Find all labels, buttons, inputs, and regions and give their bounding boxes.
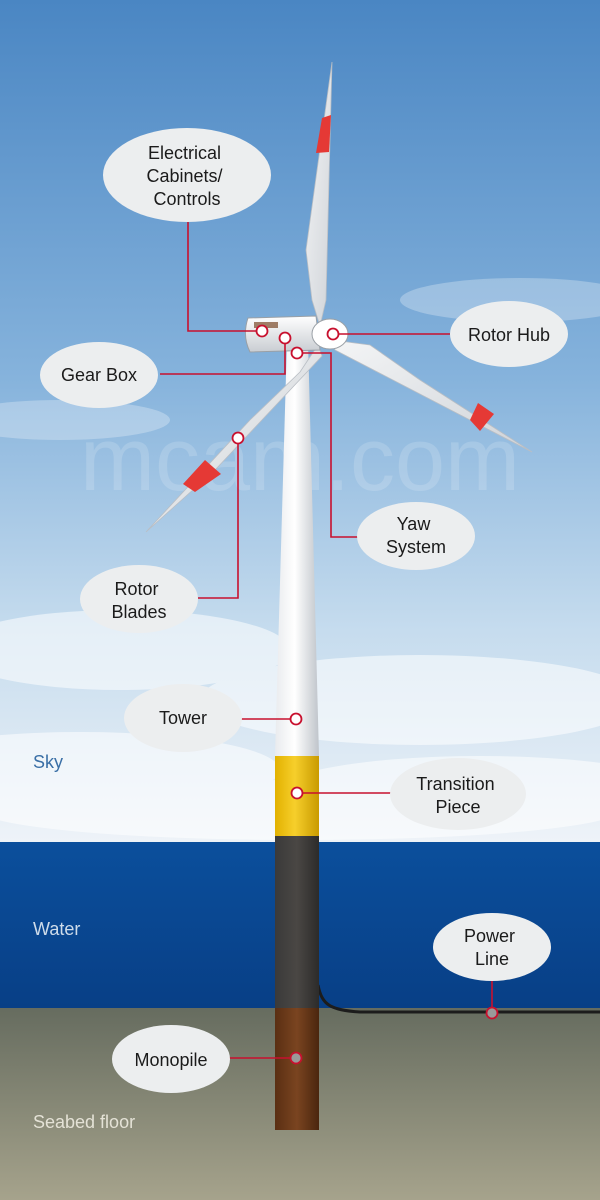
zone-label-seabed: Seabed floor xyxy=(33,1112,135,1132)
callout-transition-piece-label: Transition Piece xyxy=(416,774,499,817)
leader-lines xyxy=(160,222,493,1059)
callout-yaw-system-label: Yaw System xyxy=(386,514,446,557)
callout-monopile: Monopile xyxy=(112,1025,230,1093)
callout-gear-box-label: Gear Box xyxy=(61,365,137,385)
callout-power-line: Power Line xyxy=(433,913,551,981)
callout-electrical: Electrical Cabinets/ Controls xyxy=(103,128,271,222)
callout-rotor-blades: Rotor Blades xyxy=(80,565,198,633)
callout-rotor-blades-label: Rotor Blades xyxy=(111,579,166,622)
marker-gear-box xyxy=(278,331,292,345)
monopile-ground-section xyxy=(275,1008,319,1130)
marker-rotor-hub xyxy=(326,327,340,341)
callout-tower-label: Tower xyxy=(159,708,207,728)
leader-gear-box xyxy=(160,340,286,375)
power-line-cable xyxy=(316,984,600,1014)
leader-blades xyxy=(198,440,239,599)
callout-power-line-label: Power Line xyxy=(464,926,520,969)
callout-rotor-hub: Rotor Hub xyxy=(450,301,568,367)
leader-electrical xyxy=(187,222,258,332)
zone-label-water: Water xyxy=(33,919,80,939)
marker-blades xyxy=(231,431,245,445)
blade-tip-lower xyxy=(183,460,221,492)
callout-monopile-label: Monopile xyxy=(134,1050,207,1070)
callout-yaw-system: Yaw System xyxy=(357,502,475,570)
callout-transition-piece: Transition Piece xyxy=(390,758,526,830)
callout-gear-box: Gear Box xyxy=(40,342,158,408)
markers xyxy=(231,324,499,1065)
marker-yaw xyxy=(290,346,304,360)
marker-power-line xyxy=(485,1006,499,1020)
monopile-water-section xyxy=(275,836,319,1008)
callout-rotor-hub-label: Rotor Hub xyxy=(468,325,550,345)
marker-tower xyxy=(289,712,303,726)
leader-yaw xyxy=(299,352,358,538)
tower-shape xyxy=(275,340,319,756)
callout-electrical-label: Electrical Cabinets/ Controls xyxy=(146,143,227,209)
blade-tip-upper xyxy=(316,115,331,153)
callout-tower: Tower xyxy=(124,684,242,752)
marker-electrical xyxy=(255,324,269,338)
blade-tip-right xyxy=(470,403,494,431)
marker-monopile xyxy=(289,1051,303,1065)
marker-transition xyxy=(290,786,304,800)
zone-label-sky: Sky xyxy=(33,752,63,772)
